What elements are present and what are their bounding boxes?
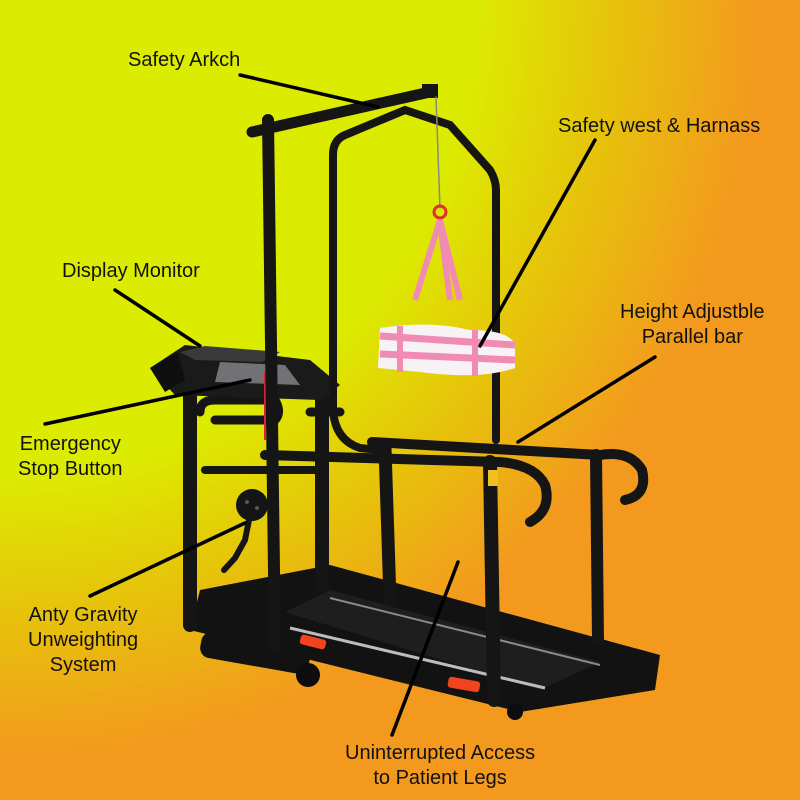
unweighting-crank bbox=[221, 489, 268, 573]
callout-text: Stop Button bbox=[18, 458, 123, 480]
callout-uninterrupted-access: Uninterrupted Access to Patient Legs bbox=[345, 741, 535, 791]
callout-text: Parallel bar bbox=[641, 326, 743, 348]
callout-emergency-stop-button: Emergency Stop Button bbox=[18, 432, 123, 482]
display-console bbox=[150, 345, 340, 440]
leader-harness bbox=[478, 138, 597, 348]
callout-text: System bbox=[49, 654, 117, 676]
leader-access bbox=[390, 560, 460, 737]
callout-safety-vest-harness: Safety west & Harnass bbox=[558, 114, 760, 139]
treadmill-deck bbox=[190, 565, 660, 720]
leader-safety-arch bbox=[238, 73, 380, 109]
leader-unweighting bbox=[88, 521, 247, 598]
callout-anti-gravity-unweighting-system: Anty Gravity Unweighting System bbox=[28, 603, 138, 678]
callout-safety-arch: Safety Arkch bbox=[128, 48, 240, 73]
leader-parallel-bar bbox=[516, 355, 657, 444]
callout-text: Unweighting bbox=[28, 629, 139, 651]
callout-text: Anty Gravity bbox=[28, 604, 138, 626]
side-rail-accent bbox=[299, 634, 327, 650]
callout-text: Height Adjustble bbox=[620, 301, 765, 323]
callout-display-monitor: Display Monitor bbox=[62, 259, 200, 284]
callout-text: Safety Arkch bbox=[128, 49, 241, 71]
callout-text: Uninterrupted Access bbox=[345, 742, 536, 764]
leader-lines bbox=[43, 73, 657, 737]
safety-arch-frame bbox=[246, 84, 500, 651]
callout-height-adjustable-parallel-bar: Height Adjustble Parallel bar bbox=[620, 300, 765, 350]
safety-harness bbox=[378, 204, 516, 376]
parallel-bars bbox=[260, 437, 649, 707]
callout-text: Emergency bbox=[19, 433, 121, 455]
callout-text: to Patient Legs bbox=[373, 767, 507, 789]
leader-display bbox=[113, 288, 202, 348]
side-rail-accent bbox=[447, 676, 481, 693]
callout-text: Display Monitor bbox=[62, 260, 200, 282]
leader-emergency-stop bbox=[43, 378, 252, 426]
callout-text: Safety west & Harnass bbox=[558, 115, 761, 137]
